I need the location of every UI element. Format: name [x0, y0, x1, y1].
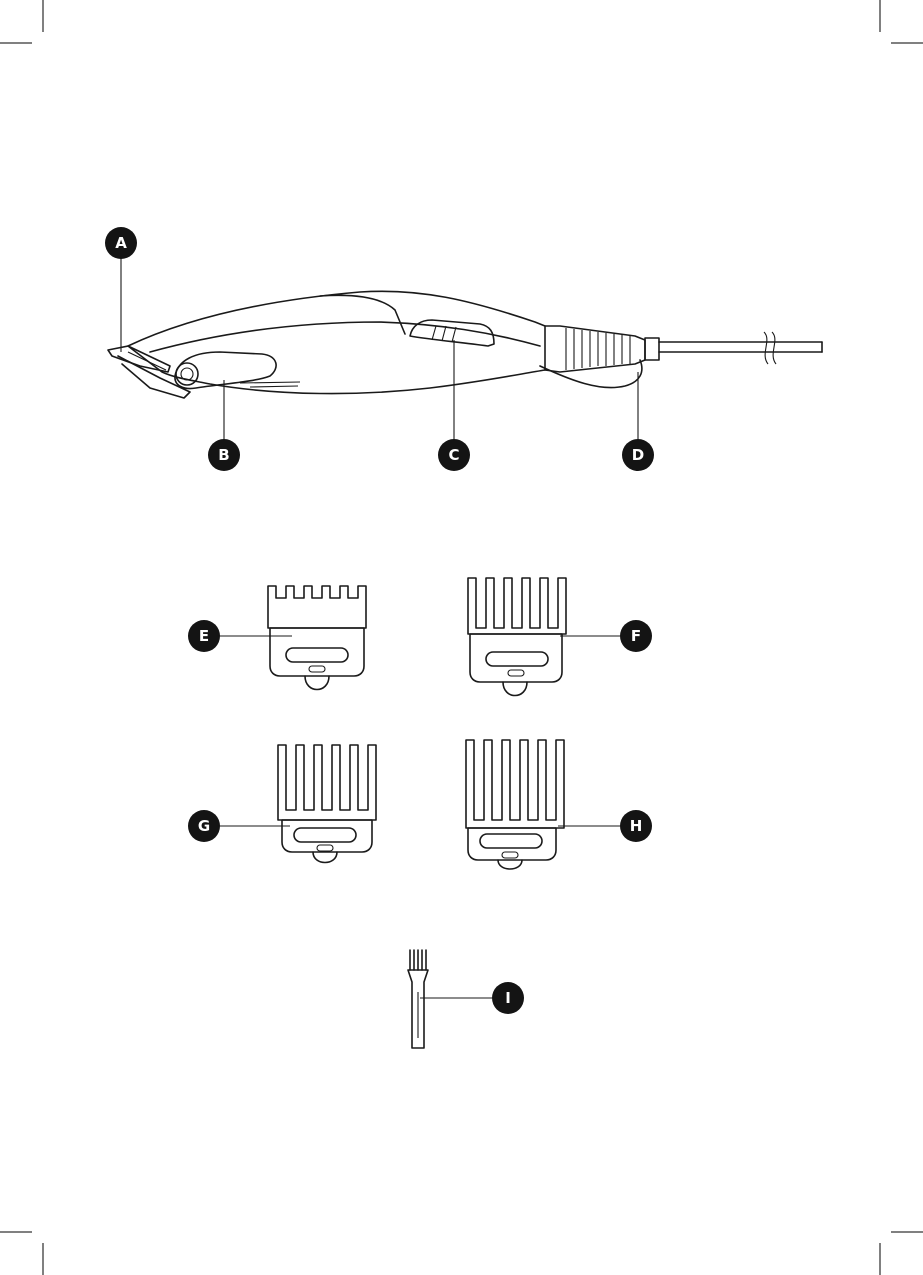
- badge-d: D: [622, 439, 654, 471]
- comb-e: [268, 586, 366, 690]
- label-i: I: [505, 989, 511, 1007]
- comb-f: [468, 578, 566, 696]
- cleaning-brush: [408, 950, 428, 1048]
- badge-i: I: [492, 982, 524, 1014]
- label-c: C: [448, 446, 459, 464]
- badge-h: H: [620, 810, 652, 842]
- label-a: A: [115, 234, 127, 252]
- badge-a: A: [105, 227, 137, 259]
- badge-f: F: [620, 620, 652, 652]
- comb-h: [466, 740, 564, 869]
- badge-e: E: [188, 620, 220, 652]
- badge-g: G: [188, 810, 220, 842]
- comb-g: [278, 745, 376, 863]
- badge-b: B: [208, 439, 240, 471]
- badge-c: C: [438, 439, 470, 471]
- label-h: H: [630, 817, 643, 835]
- label-f: F: [631, 627, 641, 645]
- label-e: E: [199, 627, 209, 645]
- label-g: G: [198, 817, 210, 835]
- label-b: B: [218, 446, 229, 464]
- hair-clipper: [108, 291, 822, 398]
- label-d: D: [632, 446, 644, 464]
